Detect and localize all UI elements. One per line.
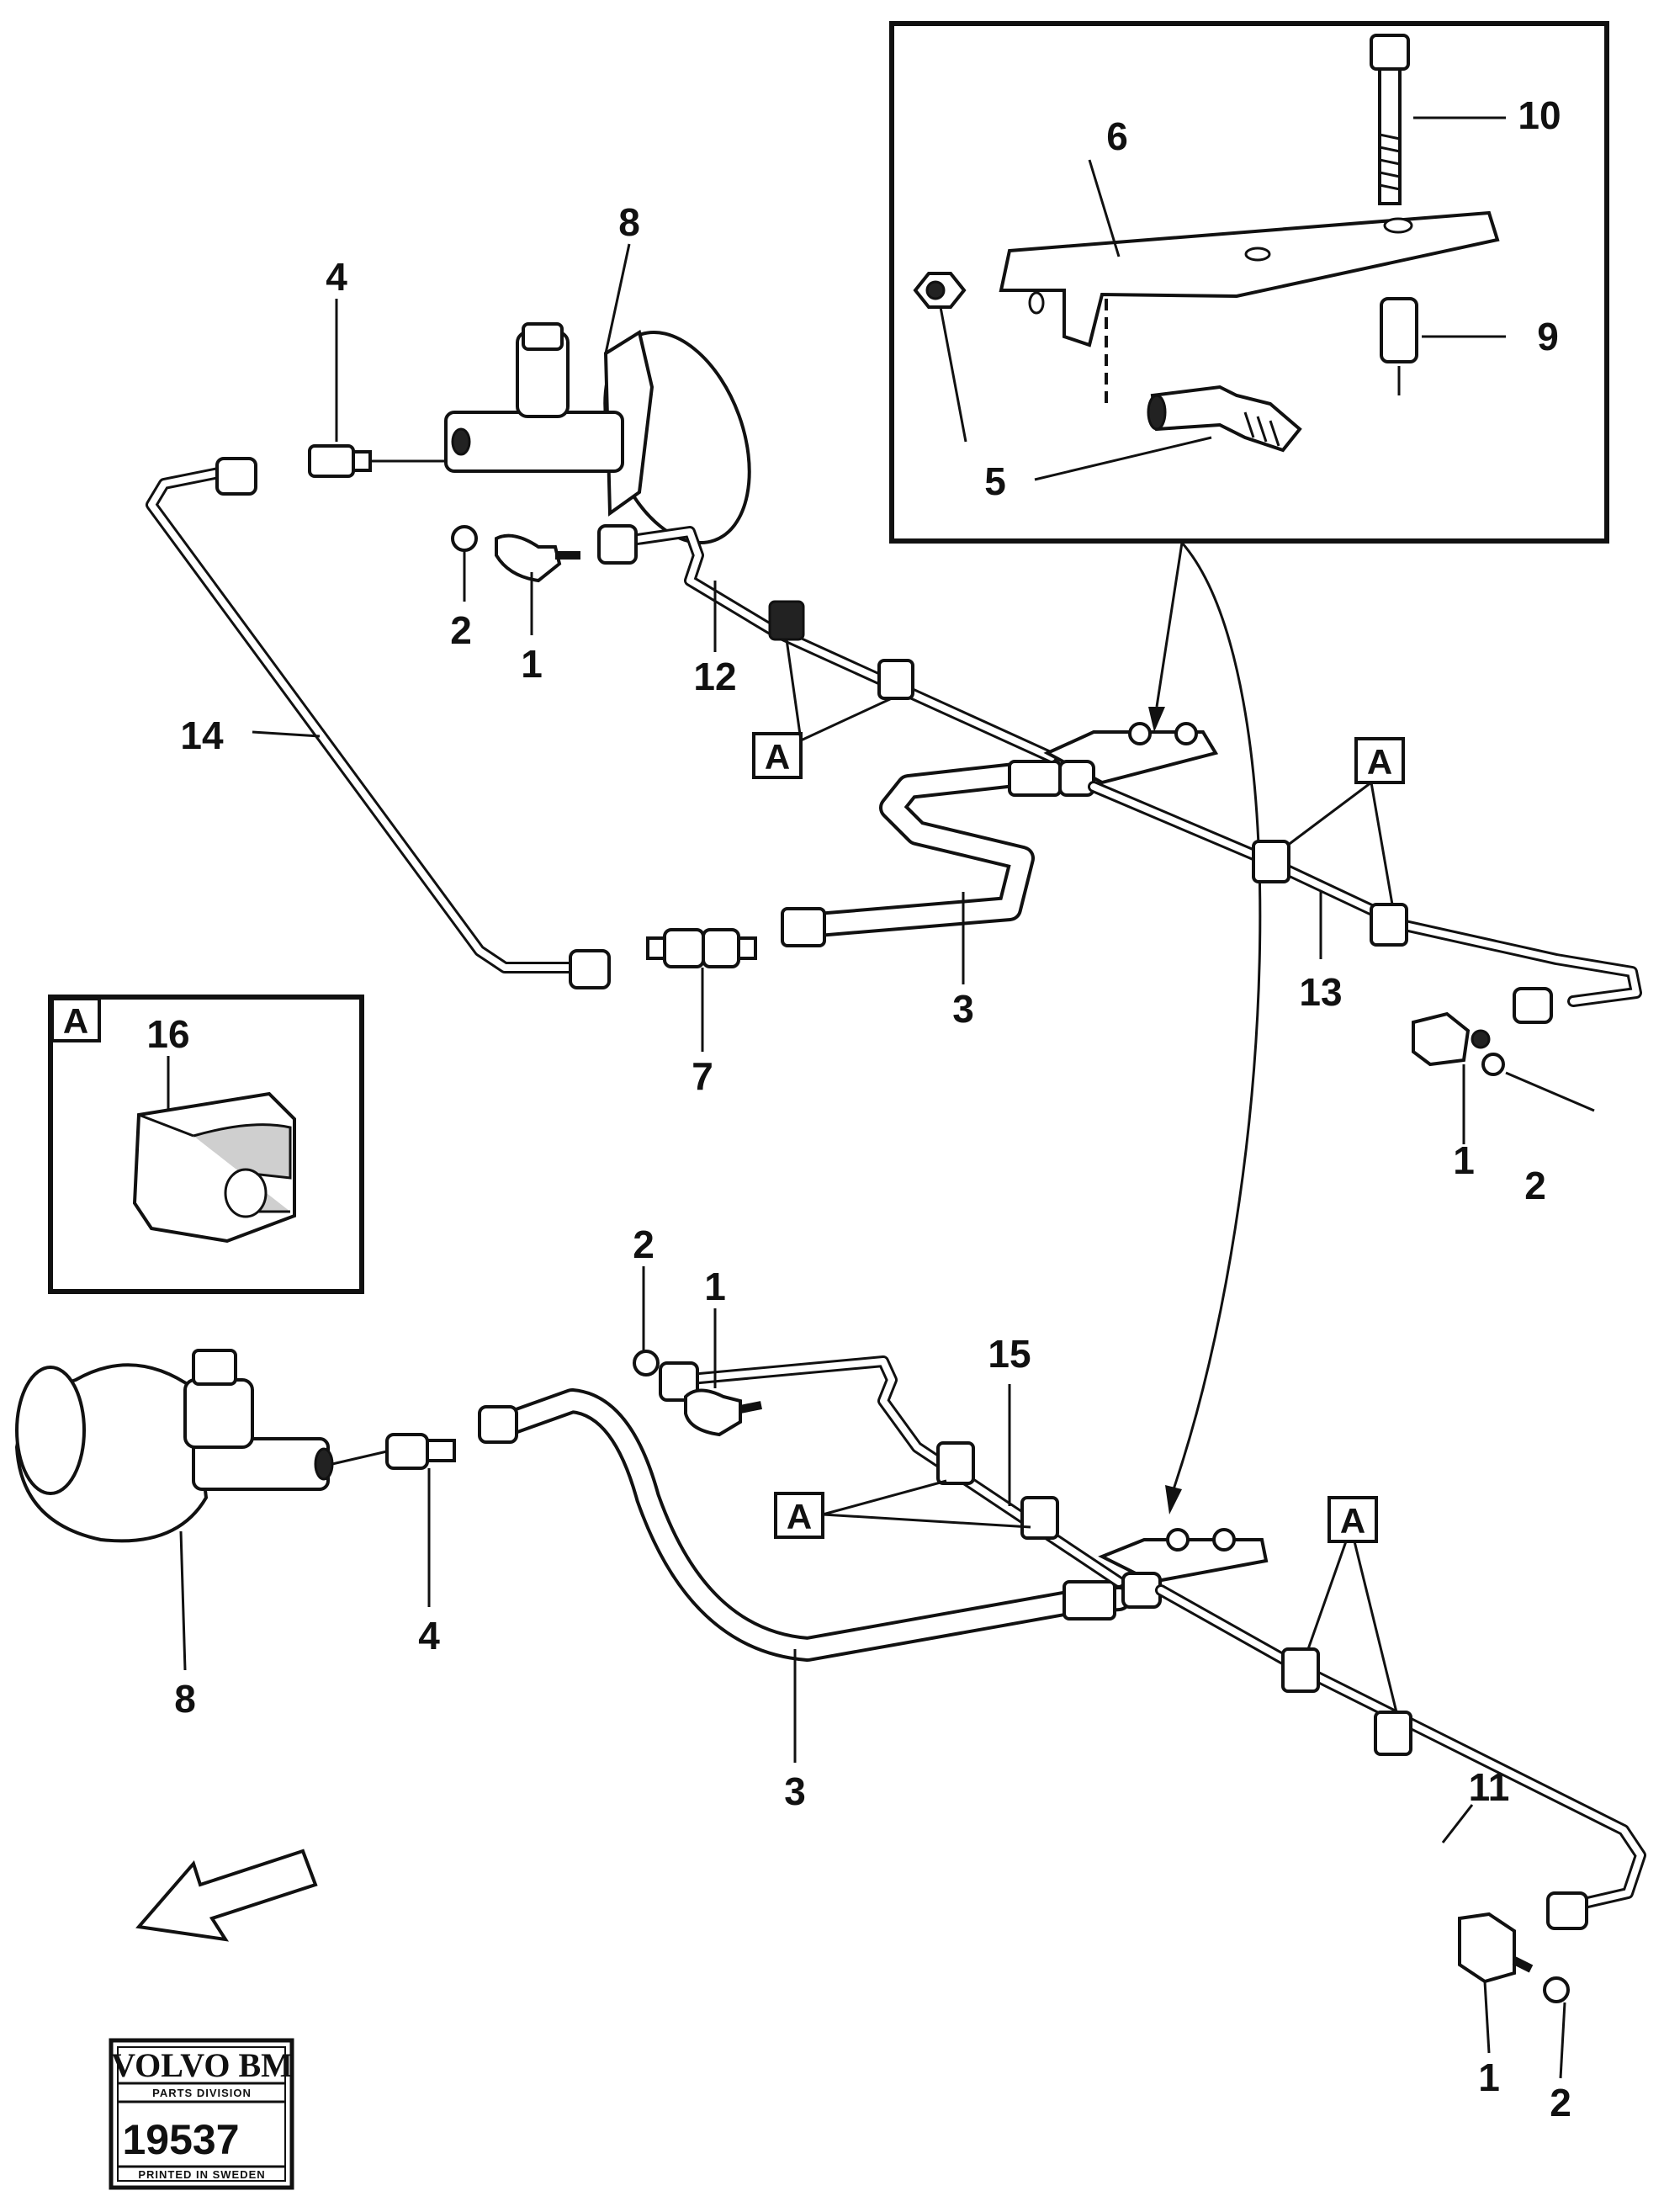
top-assembly: 8 4 2 1 12 14 7 3 13 1 2 A A xyxy=(146,200,1642,1207)
callout-2-top: 2 xyxy=(450,608,472,652)
clip-marker-a-bottom-right: A xyxy=(1306,1496,1398,1713)
clip-legend-box: A 16 xyxy=(48,995,364,1294)
callout-13: 13 xyxy=(1299,970,1342,1014)
stamp-footer: PRINTED IN SWEDEN xyxy=(138,2168,265,2181)
callout-9: 9 xyxy=(1537,315,1559,358)
callout-12: 12 xyxy=(693,655,736,698)
stamp-number: 19537 xyxy=(122,2116,239,2163)
clutch-booster-top xyxy=(444,322,751,545)
callout-4-bottom: 4 xyxy=(418,1614,440,1658)
callout-11: 11 xyxy=(1469,1765,1510,1809)
clip-marker-a-top-right: A xyxy=(1286,737,1405,905)
inset-detail-bracket: 6 10 9 5 xyxy=(889,21,1609,544)
callout-6: 6 xyxy=(1106,114,1128,158)
bottom-assembly: 2 1 15 8 4 3 11 1 2 A A xyxy=(14,1223,1646,2124)
svg-text:A: A xyxy=(1340,1501,1365,1541)
callout-2-bottom: 2 xyxy=(633,1223,654,1266)
callout-1-bottom-right: 1 xyxy=(1478,2056,1500,2099)
callout-3-bottom: 3 xyxy=(784,1769,806,1813)
callout-2-bottom-right: 2 xyxy=(1550,2081,1571,2124)
callout-1-top-right: 1 xyxy=(1453,1138,1475,1182)
svg-text:A: A xyxy=(765,737,790,777)
direction-arrow-icon xyxy=(135,1849,318,1942)
callout-7: 7 xyxy=(692,1054,713,1098)
callout-5: 5 xyxy=(984,459,1006,503)
clip-marker-a-top-left: A xyxy=(752,639,893,779)
stamp-brand: VOLVO BM xyxy=(111,2046,293,2084)
callout-8-bottom: 8 xyxy=(174,1677,196,1721)
legend-marker-a: A xyxy=(63,1001,88,1041)
stamp-division: PARTS DIVISION xyxy=(152,2087,252,2099)
clutch-booster-bottom xyxy=(14,1349,334,1543)
callout-8-top: 8 xyxy=(618,200,640,244)
volvo-bm-stamp: VOLVO BM PARTS DIVISION 19537 PRINTED IN… xyxy=(109,2038,294,2190)
clip-marker-a-bottom-left: A xyxy=(774,1479,1031,1539)
svg-text:A: A xyxy=(1367,742,1392,782)
callout-1-bottom: 1 xyxy=(704,1265,726,1308)
callout-10: 10 xyxy=(1518,93,1561,137)
clip-icon xyxy=(132,1091,296,1244)
callout-16: 16 xyxy=(146,1012,189,1056)
callout-2-top-right: 2 xyxy=(1524,1164,1546,1207)
callout-4-top: 4 xyxy=(326,255,347,299)
inset-reference-arrows xyxy=(1148,542,1262,1514)
callout-14: 14 xyxy=(180,713,224,757)
callout-3-top: 3 xyxy=(952,987,974,1031)
svg-text:A: A xyxy=(787,1497,812,1536)
callout-15: 15 xyxy=(988,1332,1031,1376)
callout-1-top: 1 xyxy=(521,642,543,686)
